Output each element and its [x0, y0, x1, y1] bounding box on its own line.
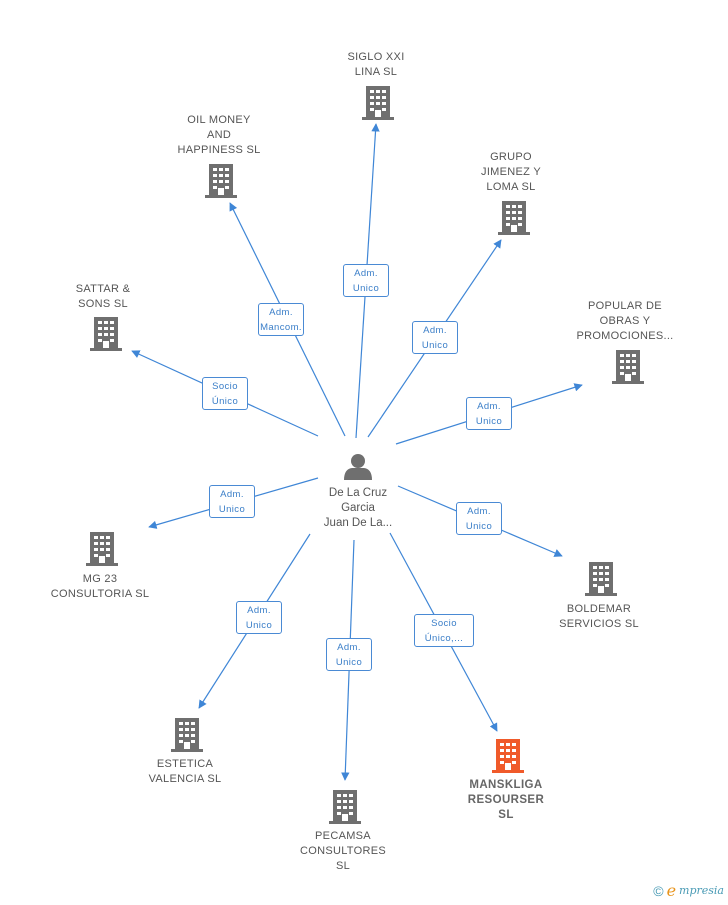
- company-label-line: MG 23: [82, 573, 118, 585]
- relation-tag-oil: Adm. Mancom.: [258, 303, 304, 336]
- company-label-line: SL: [498, 809, 514, 821]
- copyright-symbol: ©: [653, 883, 664, 899]
- person-name-line: De La Cruz: [328, 487, 388, 499]
- relation-tag-line: Adm.: [269, 307, 293, 318]
- relation-tag-line: Adm.: [337, 642, 361, 653]
- relation-tag-line: Unico: [335, 657, 363, 668]
- relation-tag-line: Adm.: [354, 268, 378, 279]
- company-label-line: AND: [206, 129, 232, 141]
- relation-tag-siglo: Adm. Unico: [343, 264, 389, 297]
- building-icon[interactable]: [90, 317, 122, 351]
- relation-tag-line: Único,...: [424, 633, 464, 644]
- company-label-line: MANSKLIGA: [469, 779, 543, 791]
- relation-tag-line: Unico: [465, 521, 493, 532]
- company-label-pecamsa[interactable]: PECAMSA CONSULTORES SL: [268, 829, 418, 874]
- relation-tag-line: Único: [211, 396, 239, 407]
- relation-tag-estetica: Adm. Unico: [236, 601, 282, 634]
- company-label-line: ESTETICA: [156, 758, 214, 770]
- company-label-line: GRUPO: [490, 151, 532, 163]
- relation-tag-line: Adm.: [477, 401, 501, 412]
- company-label-line: OIL MONEY: [187, 114, 251, 126]
- relation-tag-line: Socio: [212, 381, 238, 392]
- company-label-line: PECAMSA: [315, 830, 371, 842]
- company-label-line: OBRAS Y: [599, 315, 651, 327]
- relation-tag-line: Mancom.: [260, 322, 302, 333]
- brand-logo-initial: e: [666, 881, 677, 900]
- company-label-siglo[interactable]: SIGLO XXI LINA SL: [301, 50, 451, 80]
- person-name[interactable]: De La Cruz Garcia Juan De La...: [288, 486, 428, 531]
- company-label-line: SONS SL: [78, 298, 128, 310]
- company-label-line: SERVICIOS SL: [559, 618, 639, 630]
- building-icon[interactable]: [585, 562, 617, 596]
- relation-tag-line: Adm.: [467, 506, 491, 517]
- person-icon[interactable]: [344, 454, 372, 480]
- company-label-line: HAPPINESS SL: [177, 144, 261, 156]
- company-label-line: SL: [335, 860, 351, 872]
- relation-tag-mg23: Adm. Unico: [209, 485, 255, 518]
- company-label-line: SATTAR &: [75, 283, 131, 295]
- company-label-line: CONSULTORES: [299, 845, 387, 857]
- company-label-boldemar[interactable]: BOLDEMAR SERVICIOS SL: [524, 602, 674, 632]
- relation-tag-line: Unico: [475, 416, 503, 427]
- icons: [86, 86, 644, 824]
- building-icon[interactable]: [362, 86, 394, 120]
- relation-tag-line: Socio: [431, 618, 457, 629]
- building-icon[interactable]: [86, 532, 118, 566]
- company-label-line: CONSULTORIA SL: [50, 588, 150, 600]
- relation-tag-line: Unico: [352, 283, 380, 294]
- relation-tag-line: Adm.: [247, 605, 271, 616]
- company-label-estetica[interactable]: ESTETICA VALENCIA SL: [110, 757, 260, 787]
- company-label-line: RESOURSER: [467, 794, 545, 806]
- relation-tag-line: Unico: [245, 620, 273, 631]
- building-icon[interactable]: [498, 201, 530, 235]
- building-icon[interactable]: [205, 164, 237, 198]
- building-icon[interactable]: [171, 718, 203, 752]
- company-label-line: POPULAR DE: [588, 300, 662, 312]
- company-label-line: PROMOCIONES...: [576, 330, 674, 342]
- company-label-oil[interactable]: OIL MONEY AND HAPPINESS SL: [144, 113, 294, 158]
- company-label-line: SIGLO XXI: [347, 51, 405, 63]
- brand-logo-text: mpresia: [679, 884, 724, 897]
- company-label-popular[interactable]: POPULAR DE OBRAS Y PROMOCIONES...: [550, 299, 700, 344]
- company-label-line: VALENCIA SL: [148, 773, 222, 785]
- building-icon[interactable]: [492, 739, 524, 773]
- company-label-line: BOLDEMAR: [566, 603, 632, 615]
- company-label-mg23[interactable]: MG 23 CONSULTORIA SL: [25, 572, 175, 602]
- company-label-sattar[interactable]: SATTAR & SONS SL: [28, 282, 178, 312]
- company-label-line: LINA SL: [354, 66, 398, 78]
- relation-tag-line: Unico: [218, 504, 246, 515]
- company-label-line: JIMENEZ Y: [481, 166, 541, 178]
- building-icon[interactable]: [612, 350, 644, 384]
- company-label-line: LOMA SL: [486, 181, 536, 193]
- person-name-line: Garcia: [341, 502, 375, 514]
- company-label-manskliga[interactable]: MANSKLIGA RESOURSER SL: [431, 778, 581, 823]
- relation-tag-boldemar: Adm. Unico: [456, 502, 502, 535]
- relation-tag-grupo: Adm. Unico: [412, 321, 458, 354]
- relation-tag-line: Unico: [421, 340, 449, 351]
- company-label-grupo[interactable]: GRUPO JIMENEZ Y LOMA SL: [436, 150, 586, 195]
- relation-tag-line: Adm.: [423, 325, 447, 336]
- relation-tag-line: Adm.: [220, 489, 244, 500]
- building-icon[interactable]: [329, 790, 361, 824]
- relation-tag-pecamsa: Adm. Unico: [326, 638, 372, 671]
- relation-tag-popular: Adm. Unico: [466, 397, 512, 430]
- person-name-line: Juan De La...: [323, 517, 393, 529]
